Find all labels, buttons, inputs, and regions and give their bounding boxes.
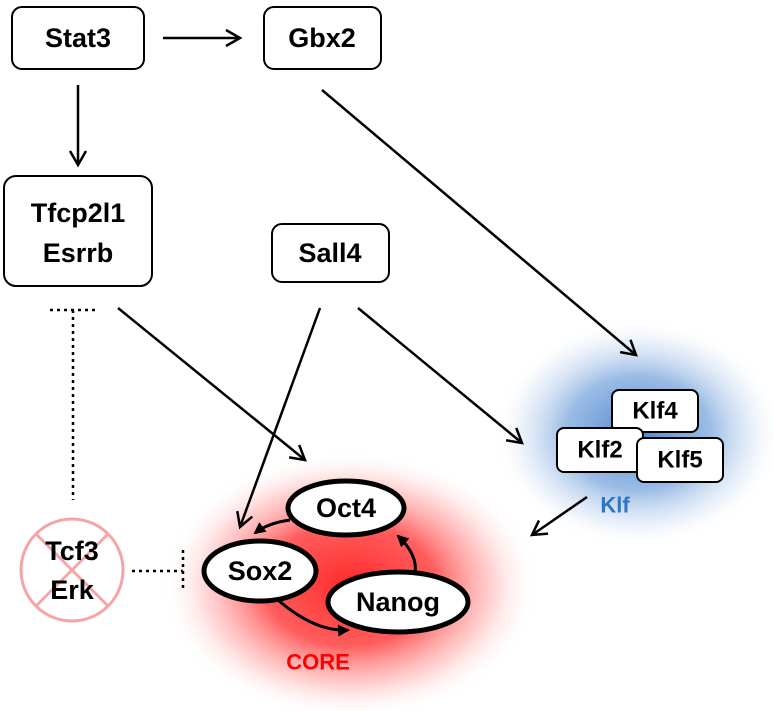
node-tcf3-erk: Tcf3 Erk [19,517,125,623]
edge-nanog-oct4 [396,534,417,574]
node-tcf3-label: Tcf3 [45,536,99,566]
node-sall4-label: Sall4 [298,238,361,268]
node-klf2: Klf2 [556,427,644,473]
node-stat3-label: Stat3 [45,23,111,53]
edge-sall4-sox2 [236,307,322,530]
node-gbx2: Gbx2 [263,6,382,70]
edge-gbx2-klf [321,89,638,357]
node-sox2-label: Sox2 [228,556,293,586]
node-gbx2-label: Gbx2 [288,23,356,53]
node-erk-label: Erk [50,575,95,605]
node-nanog: Nanog [325,569,471,635]
node-klf5-label: Klf5 [657,447,702,474]
node-nanog-label: Nanog [356,587,440,617]
node-sox2: Sox2 [201,538,319,604]
node-klf4: Klf4 [611,389,699,433]
node-klf2-label: Klf2 [577,437,622,464]
node-oct4: Oct4 [285,478,407,538]
edge-sox2-nanog [277,598,350,637]
node-klf4-label: Klf4 [632,398,678,425]
klf-group-label: Klf [600,493,630,518]
node-stat3: Stat3 [11,6,145,70]
node-klf5: Klf5 [636,437,724,483]
node-esrrb-label: Esrrb [43,238,114,268]
node-tfcp2l1-esrrb: Tfcp2l1 Esrrb [3,175,153,287]
edge-oct4-sox2 [253,518,291,535]
edge-sall4-klf [357,307,524,445]
edge-tfcp2l1-core [117,307,307,462]
node-tfcp2l1-label: Tfcp2l1 [31,198,126,228]
core-group-label: CORE [286,650,350,675]
edge-klf-core [529,495,588,537]
node-oct4-label: Oct4 [316,493,376,523]
node-sall4: Sall4 [271,223,390,283]
